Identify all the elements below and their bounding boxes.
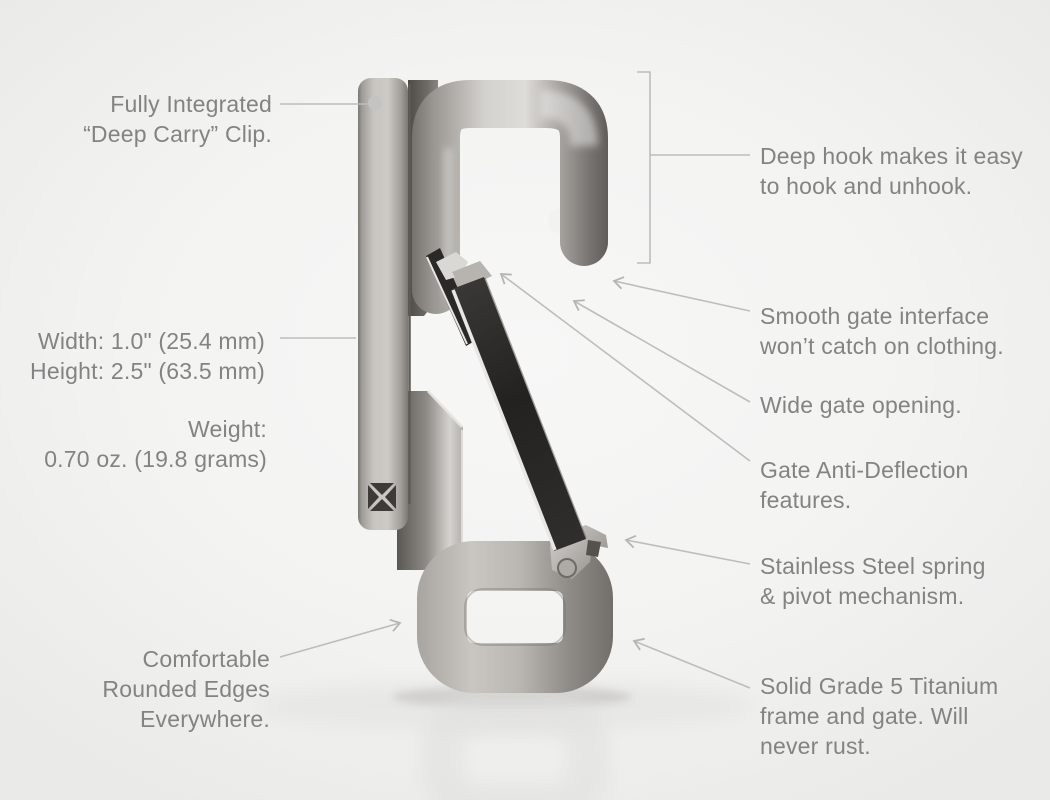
callout-line-titanium — [632, 637, 751, 689]
callout-lines — [279, 71, 751, 689]
label-deep-hook: Deep hook makes it easy to hook and unho… — [760, 141, 1023, 201]
label-gate-opening: Wide gate opening. — [760, 390, 962, 420]
label-dimensions: Width: 1.0" (25.4 mm) Height: 2.5" (63.5… — [30, 326, 265, 386]
label-line: Everywhere. — [139, 706, 270, 732]
label-titanium: Solid Grade 5 Titanium frame and gate. W… — [760, 671, 998, 761]
label-deep-carry-clip: Fully Integrated “Deep Carry” Clip. — [83, 89, 272, 149]
deep-hook-bracket — [637, 71, 651, 264]
label-anti-deflection: Gate Anti-Deflection features. — [760, 455, 969, 515]
carabiner-gate — [426, 248, 608, 579]
label-line: Fully Integrated — [110, 91, 272, 117]
label-line: Gate Anti-Deflection — [760, 457, 969, 483]
label-line: Width: 1.0" (25.4 mm) — [37, 328, 265, 354]
label-weight: Weight: 0.70 oz. (19.8 grams) — [44, 414, 267, 474]
label-spring-pivot: Stainless Steel spring & pivot mechanism… — [760, 551, 986, 611]
label-line: won’t catch on clothing. — [760, 333, 1004, 359]
carabiner-frame — [397, 80, 613, 693]
label-line: 0.70 oz. (19.8 grams) — [44, 446, 267, 472]
pivot-pin — [557, 558, 577, 578]
label-line: “Deep Carry” Clip. — [83, 121, 272, 147]
label-rounded-edges: Comfortable Rounded Edges Everywhere. — [102, 644, 270, 734]
callout-line-gate-opening — [572, 299, 751, 403]
label-line: Smooth gate interface — [760, 303, 990, 329]
callout-line-spring — [624, 534, 751, 565]
label-line: never rust. — [760, 733, 871, 759]
label-line: & pivot mechanism. — [760, 583, 965, 609]
label-line: frame and gate. Will — [760, 703, 969, 729]
floor-reflection — [255, 680, 755, 800]
callout-line-gate-interface — [612, 276, 751, 312]
brand-x-logo-icon — [368, 483, 396, 511]
label-line: Stainless Steel spring — [760, 553, 986, 579]
label-line: Weight: — [188, 416, 267, 442]
label-line: Rounded Edges — [102, 676, 270, 702]
label-line: Deep hook makes it easy — [760, 143, 1023, 169]
label-gate-interface: Smooth gate interface won’t catch on clo… — [760, 301, 1004, 361]
callout-line-anti-deflection — [499, 273, 751, 462]
label-line: Wide gate opening. — [760, 392, 962, 418]
callout-dot-clip — [368, 96, 382, 110]
callout-line-edges — [279, 618, 402, 658]
deep-carry-clip — [358, 78, 411, 530]
label-line: Height: 2.5" (63.5 mm) — [30, 358, 265, 384]
label-line: to hook and unhook. — [760, 173, 973, 199]
label-line: Solid Grade 5 Titanium — [760, 673, 999, 699]
label-line: Comfortable — [142, 646, 270, 672]
label-line: features. — [760, 487, 852, 513]
